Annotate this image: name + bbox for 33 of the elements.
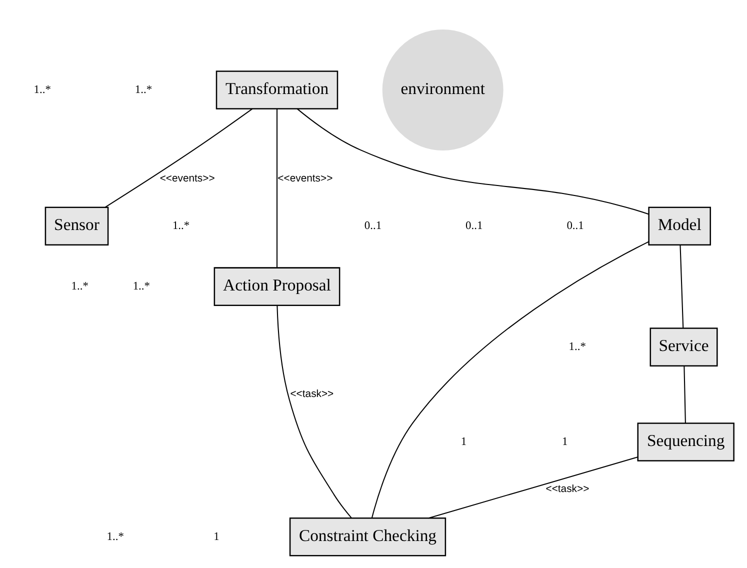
label: 0..1 bbox=[364, 220, 382, 232]
connector bbox=[276, 108, 278, 268]
label: 1..* bbox=[134, 84, 152, 96]
node-box: Service bbox=[649, 328, 718, 366]
node-box: Model bbox=[648, 206, 710, 246]
label: 0..1 bbox=[465, 220, 482, 232]
edge-label: <<task>> bbox=[290, 389, 334, 400]
label: 1..* bbox=[106, 530, 124, 543]
node-box: Action Proposal bbox=[213, 267, 340, 306]
connector bbox=[683, 366, 686, 424]
label: 1 bbox=[213, 530, 219, 543]
node-box: Transformation bbox=[215, 70, 338, 110]
connector bbox=[679, 245, 684, 328]
label: 1..* bbox=[70, 280, 88, 293]
node-box: Constraint Checking bbox=[288, 518, 446, 556]
label: 1..* bbox=[172, 220, 190, 232]
node-box: Sequencing bbox=[636, 422, 734, 462]
node-circle: environment bbox=[382, 30, 503, 150]
connector bbox=[104, 108, 252, 208]
connector bbox=[428, 456, 638, 519]
label: 1..* bbox=[568, 341, 586, 353]
connector bbox=[370, 241, 648, 518]
label: 1..* bbox=[132, 280, 150, 293]
edge-label: <<task>> bbox=[545, 484, 589, 496]
node-box: Sensor bbox=[44, 206, 108, 246]
label: 0..1 bbox=[566, 220, 584, 232]
connector bbox=[276, 306, 352, 518]
label: 1 bbox=[460, 436, 466, 448]
connector bbox=[296, 108, 648, 215]
label: 1..* bbox=[33, 84, 50, 96]
label: 1 bbox=[562, 436, 568, 448]
edge-label: <<events>> bbox=[277, 173, 332, 184]
edge-label: <<events>> bbox=[159, 173, 214, 184]
